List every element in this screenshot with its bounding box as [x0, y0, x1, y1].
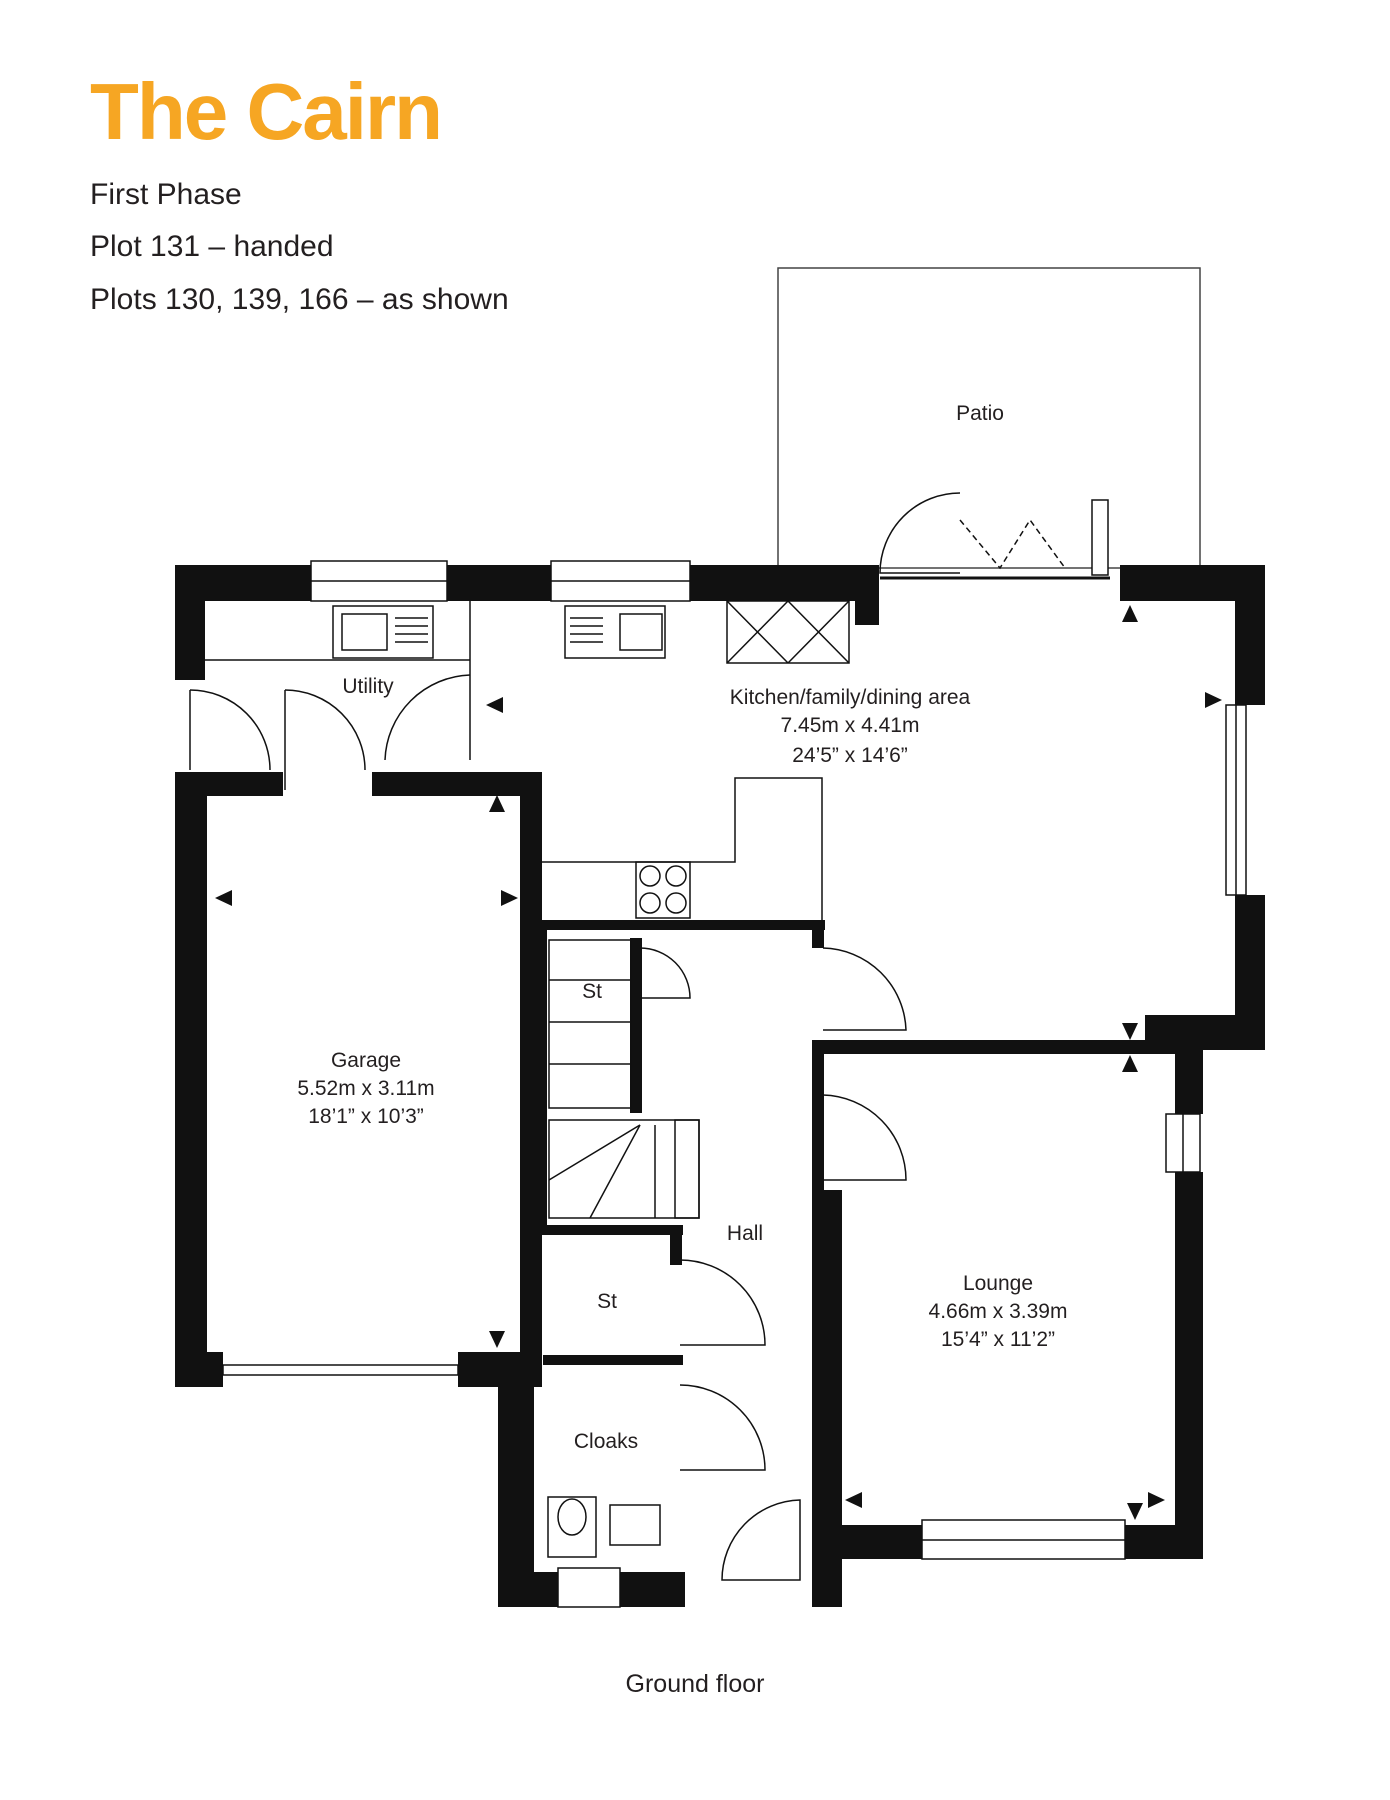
cloaks-label: Cloaks	[574, 1430, 638, 1453]
stair-store-label: St	[582, 980, 602, 1003]
patio-label: Patio	[956, 402, 1004, 425]
plan-title: The Cairn	[90, 67, 443, 156]
lounge-label: Lounge	[963, 1272, 1033, 1295]
fittings	[205, 600, 850, 1558]
phase-label: First Phase	[90, 178, 242, 211]
garage-metric: 5.52m x 3.11m	[297, 1077, 434, 1100]
utility-label: Utility	[342, 675, 394, 698]
kitchen-label: Kitchen/family/dining area	[730, 686, 971, 709]
hall-label: Hall	[727, 1222, 763, 1245]
plots-shown-label: Plots 130, 139, 166 – as shown	[90, 283, 509, 316]
lounge-metric: 4.66m x 3.39m	[929, 1300, 1068, 1323]
dimension-arrows	[215, 605, 1222, 1520]
plot-handed-label: Plot 131 – handed	[90, 230, 334, 263]
garage-imperial: 18’1” x 10’3”	[308, 1105, 424, 1128]
patio-bifold-doors	[880, 499, 1110, 580]
patio-area	[777, 267, 1201, 569]
walls	[175, 565, 1265, 1607]
kitchen-metric: 7.45m x 4.41m	[781, 714, 920, 737]
kitchen-imperial: 24’5” x 14’6”	[792, 744, 908, 767]
hall-store-label: St	[597, 1290, 617, 1313]
windows	[222, 560, 1247, 1608]
lounge-imperial: 15’4” x 11’2”	[941, 1328, 1055, 1351]
doors	[189, 492, 961, 1581]
garage-label: Garage	[331, 1049, 401, 1072]
floor-caption: Ground floor	[625, 1670, 765, 1698]
